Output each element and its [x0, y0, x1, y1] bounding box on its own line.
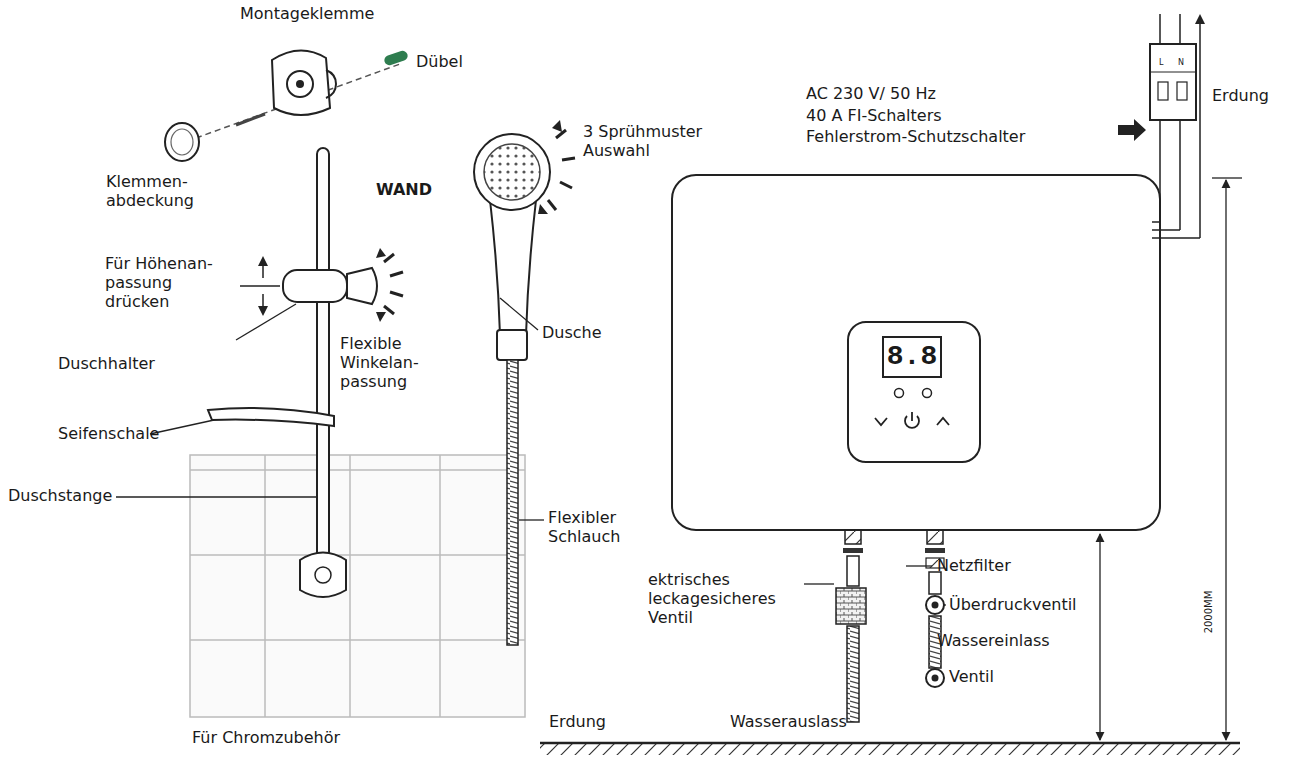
part-label: Duschhalter — [58, 354, 155, 373]
dimension-lines — [1100, 178, 1242, 740]
feature-label: 3 Sprühmuster Auswahl — [583, 122, 733, 160]
part-label: ektrisches leckagesicheres Ventil — [648, 570, 800, 628]
part-label: Wasserauslass — [730, 712, 847, 731]
hand-shower — [474, 120, 575, 645]
spec-label: AC 230 V/ 50 Hz — [806, 84, 936, 103]
part-label: Dübel — [416, 52, 463, 71]
part-label: Wassereinlass — [937, 631, 1050, 650]
dimension-label: 2000MM — [1203, 591, 1215, 634]
part-label: Dusche — [542, 323, 602, 342]
terminal-label: N — [1178, 58, 1184, 68]
feature-label: Flexible Winkelan- passung — [340, 334, 444, 392]
part-label: Ventil — [949, 667, 994, 686]
inlet-pipe — [925, 530, 945, 687]
display-digits: 8.8 — [887, 343, 937, 371]
part-label: Duschstange — [8, 486, 112, 505]
display-panel: 8.8 — [882, 336, 942, 378]
part-label: Netzfilter — [937, 556, 1011, 575]
part-label: Seifenschale — [58, 424, 159, 443]
outlet-pipe — [836, 530, 866, 722]
part-label: Erdung — [549, 712, 606, 731]
water-heater — [672, 175, 1160, 530]
note-label: Für Chromzubehör — [192, 728, 340, 747]
terminal-label: L — [1159, 58, 1163, 68]
area-label: WAND — [376, 180, 432, 199]
wall-tiles — [190, 455, 525, 717]
part-label: Überdruckventil — [949, 595, 1077, 614]
part-label: Klemmen- abdeckung — [106, 172, 206, 210]
part-label: Flexibler Schlauch — [548, 508, 644, 546]
part-label: Montageklemme — [240, 4, 374, 23]
feature-label: Für Höhenan- passung drücken — [105, 254, 233, 312]
spec-label: 40 A FI-Schalters — [806, 106, 942, 125]
circuit-breaker — [1118, 14, 1205, 238]
part-label: Erdung — [1212, 86, 1269, 105]
mounting-clamp — [165, 50, 409, 161]
spec-label: Fehlerstrom-Schutzschalter — [806, 127, 1025, 146]
floor-ground — [540, 743, 1240, 755]
